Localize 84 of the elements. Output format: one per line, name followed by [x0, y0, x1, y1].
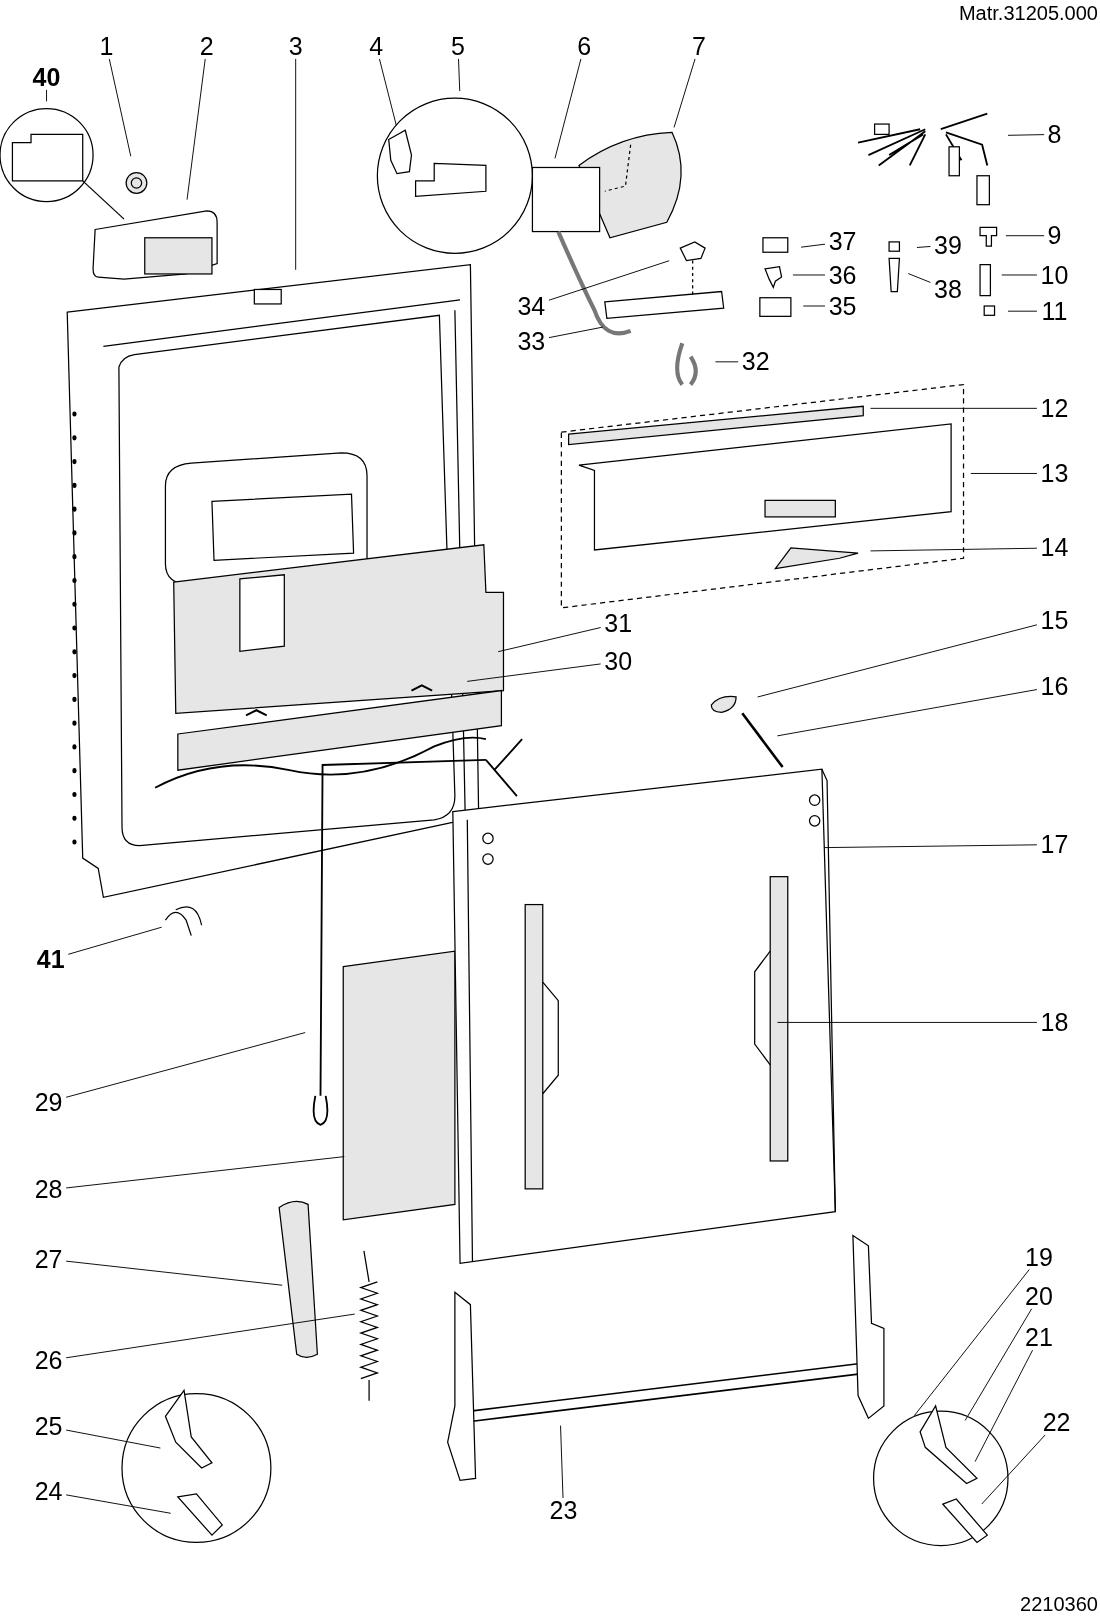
callout-number: 10 — [1036, 262, 1073, 288]
leader-line — [548, 326, 604, 339]
callout-number: 1 — [96, 34, 117, 59]
callout-number: 8 — [1044, 122, 1065, 147]
leader-line — [792, 274, 826, 276]
callout-number: 25 — [31, 1414, 67, 1440]
leader-line — [800, 243, 826, 248]
callout-number: 40 — [28, 65, 65, 90]
leader-line — [776, 1021, 1038, 1023]
callout-number: 6 — [573, 34, 595, 59]
callout-number: 41 — [33, 947, 69, 972]
leader-line — [46, 89, 47, 102]
callout-number: 33 — [513, 328, 549, 354]
leader-line — [65, 1313, 356, 1359]
callout-number: 27 — [31, 1246, 67, 1272]
callout-number: 28 — [31, 1177, 67, 1203]
callout-number: 32 — [738, 349, 774, 375]
leader-line — [65, 1494, 172, 1514]
callout-number: 19 — [1021, 1244, 1057, 1270]
leader-line — [497, 627, 602, 653]
callout-number: 9 — [1044, 223, 1065, 249]
leader-line — [776, 689, 1038, 737]
callout-number: 29 — [31, 1089, 67, 1115]
leader-line — [1007, 310, 1038, 312]
callout-number: 34 — [513, 293, 549, 319]
leader-line — [1005, 235, 1045, 237]
leader-line — [186, 58, 206, 201]
leader-line — [757, 624, 1038, 698]
callout-number: 35 — [825, 293, 861, 319]
leader-line — [907, 273, 931, 283]
leader-line — [916, 246, 931, 248]
callout-number: 4 — [365, 34, 387, 59]
callout-number: 18 — [1036, 1010, 1073, 1035]
callout-number: 7 — [688, 34, 710, 59]
leader-line — [970, 473, 1038, 474]
callout-number: 15 — [1036, 607, 1073, 633]
callout-number: 38 — [930, 277, 966, 302]
callout-number: 13 — [1036, 461, 1073, 486]
leader-line — [108, 58, 132, 157]
callout-number: 20 — [1021, 1284, 1057, 1309]
callout-number: 16 — [1036, 674, 1073, 699]
callout-number: 14 — [1036, 535, 1073, 561]
callout-number: 22 — [1039, 1410, 1075, 1435]
callout-number: 17 — [1036, 832, 1073, 858]
callout-number: 37 — [825, 229, 861, 255]
callout-number: 36 — [825, 262, 861, 288]
leader-line — [1007, 134, 1045, 136]
leader-line — [65, 1032, 306, 1098]
callout-number: 26 — [31, 1348, 67, 1373]
leader-line — [714, 361, 739, 363]
leader-line — [554, 58, 582, 159]
callout-number: 21 — [1021, 1325, 1057, 1351]
leader-line — [466, 663, 602, 682]
callout-number: 11 — [1036, 298, 1073, 324]
callout-number: 5 — [447, 34, 469, 59]
callout-number: 39 — [930, 232, 966, 258]
leader-line — [870, 547, 1038, 552]
callout-number: 24 — [31, 1479, 67, 1505]
leader-line — [65, 1429, 161, 1449]
leader-line — [458, 58, 461, 92]
leader-line — [802, 305, 826, 307]
callout-number: 23 — [545, 1498, 581, 1523]
callout-number: 3 — [285, 34, 306, 59]
leader-line — [981, 1434, 1046, 1505]
leader-line — [974, 1349, 1034, 1463]
leader-line — [913, 1269, 1030, 1417]
leader-line — [67, 926, 163, 955]
leader-line — [548, 260, 670, 301]
callout-number: 31 — [600, 611, 636, 636]
reference-number: 2210360 — [1020, 1593, 1098, 1617]
leader-line — [1001, 274, 1038, 276]
callout-number: 30 — [600, 649, 636, 675]
callout-number: 12 — [1036, 395, 1073, 421]
reference-number: Matr.31205.000 — [958, 2, 1098, 26]
leader-line — [560, 1425, 564, 1499]
leader-line — [673, 58, 696, 128]
leader-line — [378, 58, 397, 126]
leader-line — [65, 1156, 345, 1189]
callout-number: 2 — [196, 34, 218, 59]
leader-line — [964, 1308, 1033, 1421]
leader-line — [65, 1260, 283, 1286]
leader-line — [870, 407, 1038, 409]
leader-line — [823, 844, 1038, 849]
leader-line — [295, 58, 297, 271]
